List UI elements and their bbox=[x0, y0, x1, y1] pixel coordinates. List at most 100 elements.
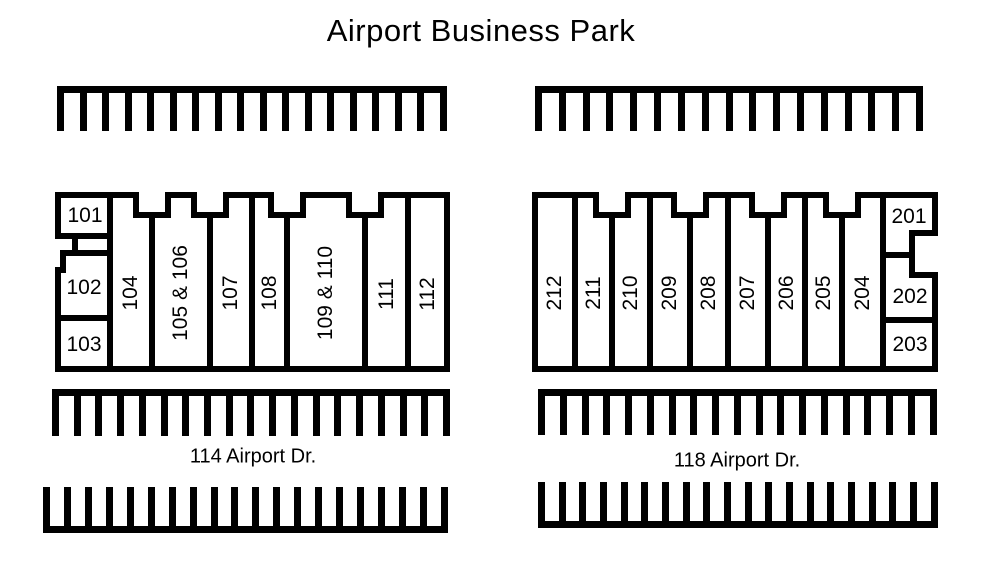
parking-space-divider bbox=[210, 487, 218, 526]
parking-space-divider bbox=[744, 482, 752, 521]
unit-label-205: 205 bbox=[812, 275, 835, 311]
parking-space-divider bbox=[725, 93, 733, 131]
parking-space-divider bbox=[820, 396, 828, 435]
parking-space-divider bbox=[579, 482, 587, 521]
building-118 bbox=[532, 192, 938, 372]
parking-space-divider bbox=[73, 396, 81, 436]
parking-space-divider bbox=[600, 482, 608, 521]
parking-space-divider bbox=[315, 487, 323, 526]
parking-space-divider bbox=[765, 482, 773, 521]
building-114-outline bbox=[55, 192, 450, 372]
parking-space-divider bbox=[581, 396, 589, 435]
parking-space-divider bbox=[641, 482, 649, 521]
parking-space-divider bbox=[169, 93, 177, 131]
parking-space-divider bbox=[334, 396, 342, 436]
parking-space-divider bbox=[582, 93, 590, 131]
parking-space-divider bbox=[916, 93, 923, 131]
parking-space-divider bbox=[269, 396, 277, 436]
parking-space-divider bbox=[930, 482, 938, 521]
parking-space-divider bbox=[559, 396, 567, 435]
parking-space-divider bbox=[910, 482, 918, 521]
parking-space-divider bbox=[378, 487, 385, 526]
parking-space-divider bbox=[886, 396, 894, 435]
parking-space-divider bbox=[192, 93, 200, 131]
parking-space-divider bbox=[806, 482, 814, 521]
unit-label-212: 212 bbox=[543, 275, 566, 311]
parking-space-divider bbox=[892, 93, 900, 131]
parking-space-divider bbox=[43, 487, 50, 526]
parking-space-divider bbox=[356, 396, 364, 436]
parking-space-divider bbox=[372, 93, 380, 131]
parking-space-divider bbox=[827, 482, 835, 521]
parking-row-top-right bbox=[535, 86, 923, 131]
parking-space-divider bbox=[646, 396, 654, 435]
parking-space-divider bbox=[620, 482, 628, 521]
parking-space-divider bbox=[237, 93, 245, 131]
address-114-airport-dr: 114 Airport Dr. bbox=[189, 445, 317, 468]
building-118-outline bbox=[532, 192, 938, 372]
unit-label-206: 206 bbox=[775, 275, 798, 311]
unit-label-105-106: 105 & 106 bbox=[169, 245, 192, 341]
parking-row-bottom-left bbox=[43, 487, 448, 533]
parking-space-divider bbox=[204, 396, 212, 436]
parking-space-divider bbox=[147, 487, 155, 526]
parking-space-divider bbox=[357, 487, 365, 526]
parking-space-divider bbox=[749, 93, 757, 131]
parking-space-divider bbox=[225, 396, 233, 436]
parking-space-divider bbox=[399, 396, 407, 436]
parking-space-divider bbox=[63, 487, 71, 526]
parking-space-divider bbox=[160, 396, 168, 436]
unit-label-201: 201 bbox=[891, 205, 927, 228]
parking-space-divider bbox=[421, 396, 429, 436]
parking-space-divider bbox=[79, 93, 87, 131]
parking-space-divider bbox=[682, 482, 690, 521]
unit-label-202: 202 bbox=[892, 285, 928, 308]
building-114 bbox=[55, 192, 450, 372]
parking-space-divider bbox=[57, 93, 64, 131]
unit-label-109-110: 109 & 110 bbox=[314, 245, 337, 341]
unit-label-209: 209 bbox=[658, 275, 681, 311]
parking-space-divider bbox=[273, 487, 281, 526]
building-114-partitions bbox=[58, 195, 411, 369]
parking-space-divider bbox=[117, 396, 125, 436]
parking-space-divider bbox=[439, 93, 447, 131]
unit-label-107: 107 bbox=[219, 275, 242, 311]
unit-label-208: 208 bbox=[697, 275, 720, 311]
parking-space-divider bbox=[231, 487, 239, 526]
unit-label-108: 108 bbox=[258, 275, 281, 311]
parking-space-divider bbox=[868, 93, 876, 131]
parking-space-divider bbox=[214, 93, 222, 131]
unit-label-101: 101 bbox=[67, 204, 103, 227]
parking-space-divider bbox=[189, 487, 197, 526]
parking-space-divider bbox=[724, 482, 732, 521]
parking-space-divider bbox=[168, 487, 176, 526]
parking-space-divider bbox=[755, 396, 763, 435]
parking-space-divider bbox=[105, 487, 113, 526]
page-title: Airport Business Park bbox=[326, 13, 636, 48]
unit-label-112: 112 bbox=[416, 277, 439, 311]
parking-space-divider bbox=[796, 93, 804, 131]
parking-space-divider bbox=[868, 482, 876, 521]
parking-space-divider bbox=[848, 482, 856, 521]
parking-space-divider bbox=[908, 396, 916, 435]
parking-space-divider bbox=[701, 93, 709, 131]
parking-space-divider bbox=[327, 93, 335, 131]
parking-space-divider bbox=[690, 396, 698, 435]
unit-label-104: 104 bbox=[119, 275, 142, 311]
parking-space-divider bbox=[777, 396, 785, 435]
parking-space-divider bbox=[126, 487, 134, 526]
parking-space-divider bbox=[349, 93, 357, 131]
parking-space-divider bbox=[252, 487, 260, 526]
parking-space-divider bbox=[336, 487, 344, 526]
parking-space-divider bbox=[419, 487, 427, 526]
parking-space-divider bbox=[259, 93, 267, 131]
parking-space-divider bbox=[442, 396, 450, 436]
unit-label-207: 207 bbox=[736, 275, 759, 311]
parking-space-divider bbox=[377, 396, 385, 436]
unit-label-204: 204 bbox=[851, 275, 874, 311]
parking-space-divider bbox=[304, 93, 312, 131]
parking-space-divider bbox=[440, 487, 448, 526]
parking-space-divider bbox=[864, 396, 872, 435]
unit-label-210: 210 bbox=[619, 275, 642, 311]
building-118-partitions bbox=[572, 195, 935, 369]
